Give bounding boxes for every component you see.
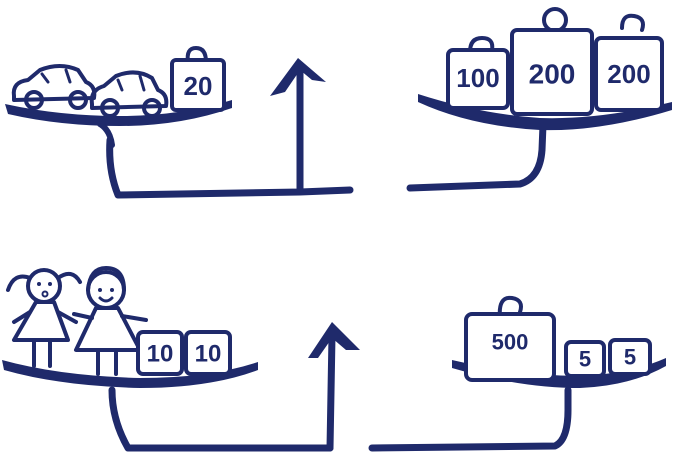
top-scale: 20 100 200 200 bbox=[5, 9, 672, 195]
weight-block: 200 bbox=[512, 9, 592, 114]
girl bbox=[8, 270, 80, 366]
weight-block: 10 bbox=[138, 332, 182, 374]
weight-block: 200 bbox=[596, 16, 662, 110]
weight-block: 100 bbox=[448, 38, 508, 108]
top-left-stand bbox=[110, 140, 350, 195]
toy-car bbox=[14, 66, 95, 108]
weight-label: 5 bbox=[579, 347, 591, 372]
weight-block: 500 bbox=[466, 298, 554, 380]
weight-label: 10 bbox=[195, 341, 222, 368]
weight-block: 10 bbox=[186, 332, 230, 374]
weight-block: 5 bbox=[610, 340, 650, 374]
weight-label: 500 bbox=[492, 330, 529, 355]
weight-block: 20 bbox=[172, 48, 224, 110]
weight-label: 200 bbox=[529, 59, 576, 90]
up-arrow-icon bbox=[270, 58, 326, 190]
top-right-stand bbox=[410, 125, 543, 188]
bottom-right-stand bbox=[372, 390, 568, 448]
weight-label: 100 bbox=[456, 63, 499, 93]
weight-block: 5 bbox=[566, 342, 604, 376]
weight-label: 5 bbox=[624, 345, 636, 370]
weight-label: 20 bbox=[184, 71, 213, 101]
up-arrow-icon bbox=[308, 322, 360, 448]
girl bbox=[74, 268, 146, 374]
bottom-left-stand bbox=[112, 390, 330, 448]
bottom-scale: 10 10 500 5 5 bbox=[2, 268, 666, 448]
toy-car bbox=[92, 72, 167, 116]
weight-label: 10 bbox=[147, 341, 174, 368]
weight-label: 200 bbox=[607, 59, 650, 89]
